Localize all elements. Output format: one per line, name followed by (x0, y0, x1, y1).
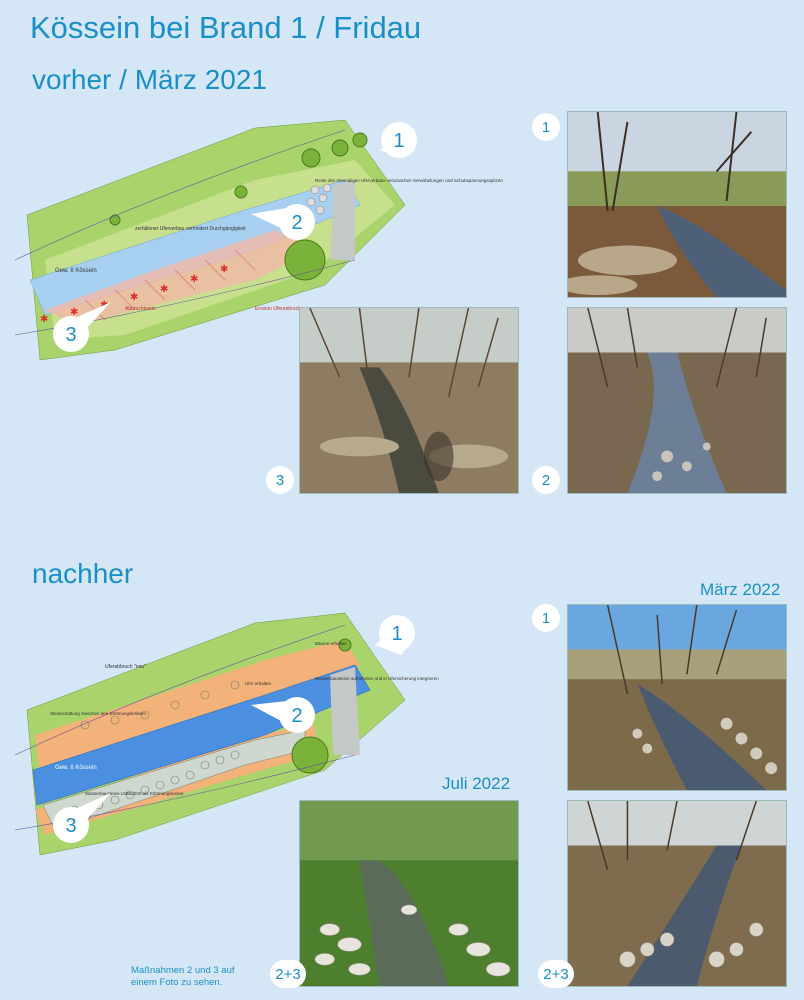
photo-badge: 2+3 (538, 960, 574, 988)
after-heading: nachher (32, 558, 134, 589)
before-heading: vorher / März 2021 (32, 64, 267, 95)
plan-note: Reste des ehemaligen Uferverbaus verursa… (315, 178, 503, 183)
svg-text:✱: ✱ (130, 292, 138, 303)
svg-text:✱: ✱ (40, 314, 48, 325)
photo-after-2-3-march (567, 800, 787, 987)
plan-note: Wasserbausteine LMB5/200 als Strömungsle… (85, 791, 184, 796)
photo-after-1 (567, 604, 787, 791)
photo-badge: 2 (532, 466, 560, 494)
plan-note: Uferabbruch "neu" (105, 664, 146, 670)
callout-1: 1 (393, 130, 404, 152)
photo-badge: 3 (266, 466, 294, 494)
plan-note: Wasserbausteine aufnehmen und in Ufersic… (315, 676, 439, 681)
page-title: Kössein bei Brand 1 / Fridau (30, 10, 422, 45)
callout-2: 2 (291, 212, 302, 234)
plan-note: Abbruchkante (125, 306, 156, 312)
caption: Maßnahmen 2 und 3 auf einem Foto zu sehe… (131, 965, 235, 988)
callout-2: 2 (291, 705, 302, 727)
plan-note: Steinschüttung zwischen den Strömungslen… (50, 711, 147, 716)
date-july-2022: Juli 2022 (442, 774, 511, 793)
photo-badge: 2+3 (270, 960, 306, 988)
gew-label: Gew. II Kössein (55, 765, 97, 771)
gew-label: Gew. II Kössein (55, 268, 97, 274)
svg-text:✱: ✱ (160, 284, 168, 295)
svg-text:✱: ✱ (220, 264, 228, 275)
callout-3: 3 (65, 324, 76, 346)
plan-note: zerfallener Uferverbau verhindert Durchg… (135, 226, 246, 232)
callout-3: 3 (65, 815, 76, 837)
date-march-2022: März 2022 (700, 580, 781, 599)
callout-1: 1 (391, 623, 402, 645)
photo-after-2-3-july (299, 800, 519, 987)
photo-before-1 (567, 111, 787, 298)
svg-text:✱: ✱ (70, 307, 78, 318)
photo-badge: 1 (532, 604, 560, 632)
plan-note: Erosion Uferanbruch (255, 306, 301, 312)
after-site-plan: Gew. II Kössein Uferabbruch "neu" Bäume … (14, 605, 439, 875)
photo-before-3 (299, 307, 519, 494)
photo-before-2 (567, 307, 787, 494)
before-site-plan: ✱✱✱ ✱✱✱ ✱ Gew. II Kössein zerfallener Uf… (14, 110, 503, 390)
plan-note: Bäume erhalten (315, 641, 347, 646)
photo-badge: 1 (532, 113, 560, 141)
svg-text:✱: ✱ (190, 274, 198, 285)
plan-note: Ufer erhalten (245, 681, 272, 686)
